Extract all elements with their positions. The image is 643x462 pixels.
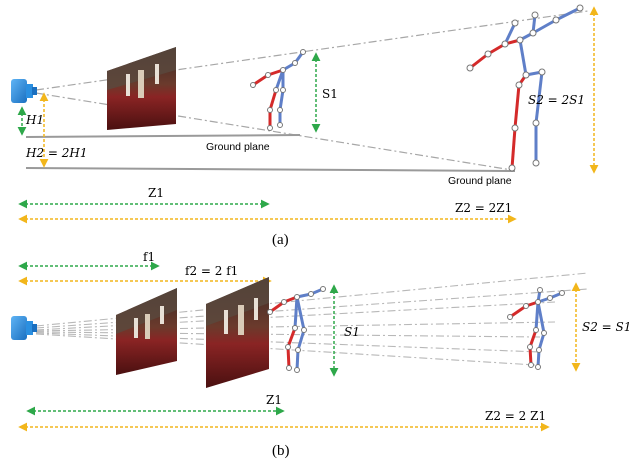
skeleton-near-b [267, 286, 326, 373]
z1-label-b: Z1 [266, 393, 282, 407]
panel-b: f1 f2 = 2 f1 [11, 250, 631, 459]
camera-icon-b [11, 316, 37, 340]
skeleton-near-a [250, 49, 306, 131]
z1-label-a: Z1 [148, 186, 164, 200]
s1-label-b: S1 [344, 325, 360, 339]
h2-label: H2 = 2H1 [25, 146, 88, 160]
camera-icon [11, 79, 37, 103]
ground-plane-far-line [25, 167, 516, 172]
f1-label: f1 [143, 250, 155, 264]
h1-label: H1 [25, 113, 44, 127]
caption-a: (a) [272, 232, 289, 248]
image-plane-photo-b1 [116, 288, 177, 375]
image-plane-photo-b2 [206, 277, 269, 388]
f2-label: f2 = 2 f1 [185, 264, 238, 278]
caption-b: (b) [272, 443, 290, 459]
s2-label-a: S2 = 2S1 [528, 93, 585, 107]
skeleton-far-a [466, 4, 584, 172]
s1-label-a: S1 [322, 87, 338, 101]
skeleton-far-b [507, 287, 565, 370]
z2-label-a: Z2 = 2Z1 [455, 201, 512, 215]
image-plane-photo-a [107, 47, 176, 130]
s2-label-b: S2 = S1 [582, 320, 631, 334]
panel-a: H1 H2 = 2H1 S1 S2 = 2S1 Ground plane Gro… [11, 4, 599, 248]
ground-plane-near-label: Ground plane [206, 141, 270, 153]
ground-plane-far-label: Ground plane [448, 175, 512, 187]
z2-label-b: Z2 = 2 Z1 [485, 409, 546, 423]
ground-plane-near-line [25, 134, 301, 138]
